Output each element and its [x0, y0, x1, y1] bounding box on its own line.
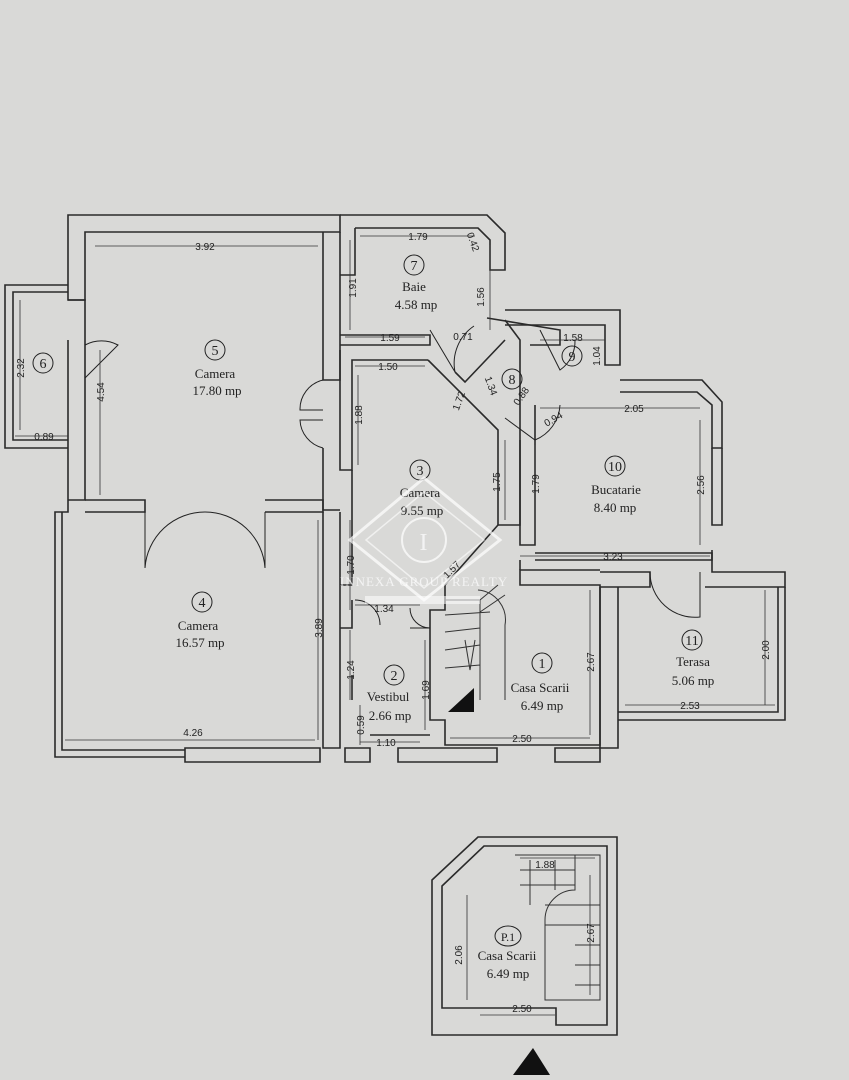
dim-1-59: 1.59	[380, 333, 400, 344]
dim-1-34: 1.34	[374, 604, 394, 615]
svg-text:Vestibul: Vestibul	[367, 689, 410, 704]
dim-1-70: 1.70	[346, 555, 357, 575]
dim-1-75: 1.75	[492, 472, 503, 492]
svg-text:2: 2	[391, 669, 398, 684]
svg-text:Camera: Camera	[178, 618, 219, 633]
svg-text:Casa Scarii: Casa Scarii	[511, 680, 570, 695]
svg-text:8.40 mp: 8.40 mp	[594, 500, 637, 515]
room-9-label: 9	[561, 345, 583, 367]
svg-text:5.06 mp: 5.06 mp	[672, 673, 715, 688]
exterior-walls	[4, 214, 786, 763]
dim-2-05: 2.05	[624, 404, 644, 415]
svg-text:1: 1	[539, 657, 546, 672]
dim-1-58: 1.58	[563, 333, 583, 344]
dim-1-34-hall: 1.34	[482, 375, 499, 397]
room-10-label: 10 Bucatarie 8.40 mp	[591, 455, 641, 515]
dim-1-24: 1.24	[346, 660, 357, 680]
dim-2-50: 2.50	[512, 734, 532, 745]
svg-text:7: 7	[411, 259, 418, 274]
svg-text:Casa Scarii: Casa Scarii	[478, 948, 537, 963]
svg-text:Camera: Camera	[195, 366, 236, 381]
dim-2-00: 2.00	[761, 640, 772, 660]
dim-0-59: 0.59	[356, 715, 367, 735]
dim-1-56: 1.56	[476, 287, 487, 307]
watermark-logo: I INNEXA GROUP REALTY	[340, 476, 508, 604]
svg-text:2.66 mp: 2.66 mp	[369, 708, 412, 723]
svg-text:8: 8	[509, 373, 516, 388]
dim-2-06: 2.06	[454, 945, 465, 965]
svg-text:6.49 mp: 6.49 mp	[487, 966, 530, 981]
svg-text:3: 3	[417, 464, 424, 479]
room-2-label: 2 Vestibul 2.66 mp	[367, 664, 412, 723]
dim-0-89: 0.89	[34, 432, 54, 443]
dim-1-79-kitchen: 1.79	[531, 474, 542, 494]
room-7-label: 7 Baie 4.58 mp	[395, 254, 438, 312]
dim-1-10: 1.10	[376, 738, 396, 749]
doors	[84, 325, 701, 629]
dim-4-54: 4.54	[96, 382, 107, 402]
svg-text:9: 9	[569, 350, 576, 365]
dim-3-89: 3.89	[314, 618, 325, 638]
dim-2-67: 2.67	[586, 652, 597, 672]
room-8-label: 8	[501, 368, 523, 390]
dim-1-88: 1.88	[354, 405, 365, 425]
dim-0-71: 0.71	[453, 332, 473, 343]
entrance-arrow-lower	[513, 1048, 550, 1075]
watermark-text: INNEXA GROUP REALTY	[340, 574, 508, 589]
dim-2-32: 2.32	[16, 358, 27, 378]
room-5-label: 5 Camera 17.80 mp	[192, 339, 242, 398]
dim-2-67-upper: 2.67	[586, 923, 597, 943]
svg-text:5: 5	[212, 344, 219, 359]
room-6-label: 6	[32, 352, 54, 374]
dim-3-23: 3.23	[603, 552, 623, 563]
staircase-upper-block	[431, 836, 618, 1036]
svg-text:P.1: P.1	[501, 930, 515, 944]
room-1-label: 1 Casa Scarii 6.49 mp	[511, 652, 570, 713]
svg-text:4.58 mp: 4.58 mp	[395, 297, 438, 312]
dim-0-94: 0.94	[543, 410, 566, 429]
interior-walls	[85, 228, 713, 749]
dim-2-56: 2.56	[696, 475, 707, 495]
svg-text:10: 10	[608, 460, 622, 475]
svg-text:Terasa: Terasa	[676, 654, 710, 669]
dim-3-92: 3.92	[195, 242, 215, 253]
entrance-arrow	[448, 688, 474, 712]
svg-text:6.49 mp: 6.49 mp	[521, 698, 564, 713]
svg-text:Baie: Baie	[402, 279, 426, 294]
dim-1-88-upper: 1.88	[535, 860, 555, 871]
dim-1-69: 1.69	[421, 680, 432, 700]
svg-text:4: 4	[199, 596, 206, 611]
svg-text:9.55 mp: 9.55 mp	[401, 503, 444, 518]
watermark-initial: I	[420, 530, 429, 556]
dimension-labels: 3.92 1.79 0.42 1.91 1.56 1.59 0.71 1.58 …	[16, 231, 772, 1015]
svg-text:6: 6	[40, 357, 47, 372]
dim-1-04: 1.04	[592, 346, 603, 366]
dim-1-50: 1.50	[378, 362, 398, 373]
svg-text:11: 11	[685, 634, 698, 649]
room-11-label: 11 Terasa 5.06 mp	[672, 629, 715, 688]
svg-text:Bucatarie: Bucatarie	[591, 482, 641, 497]
dim-1-72: 1.72	[451, 390, 468, 412]
dim-4-26: 4.26	[183, 728, 203, 739]
dim-0-42: 0.42	[464, 231, 481, 253]
dimension-lines	[15, 235, 775, 1016]
dim-2-50-upper: 2.50	[512, 1004, 532, 1015]
dim-1-79: 1.79	[408, 232, 428, 243]
room-4-label: 4 Camera 16.57 mp	[175, 591, 225, 650]
dim-2-53: 2.53	[680, 701, 700, 712]
dim-1-91: 1.91	[348, 278, 359, 298]
room-p1-label: P.1 Casa Scarii 6.49 mp	[478, 925, 537, 981]
svg-text:17.80 mp: 17.80 mp	[192, 383, 241, 398]
svg-text:16.57 mp: 16.57 mp	[175, 635, 224, 650]
